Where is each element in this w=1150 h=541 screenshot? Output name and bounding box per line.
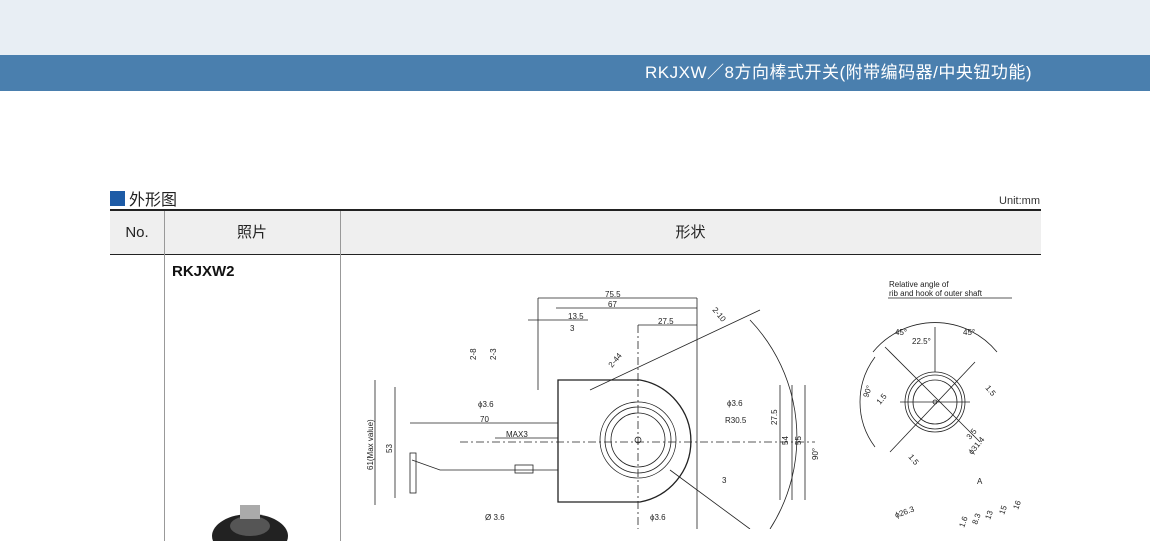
dim-label: 27.5	[770, 409, 779, 425]
dim-label: 90°	[811, 448, 820, 460]
dim-label: ϕ3.6	[478, 400, 494, 409]
dim-label: 3	[722, 476, 727, 485]
dim-label: 54	[781, 436, 790, 445]
dim-label: A	[977, 477, 983, 486]
col-shape: 形状	[675, 224, 706, 241]
dim-label: 22.5°	[912, 337, 931, 346]
dim-label: 61(Max value)	[366, 419, 375, 470]
dim-label: 53	[385, 444, 394, 453]
dim-label: 2-44	[607, 351, 625, 369]
dim-label: Ø 3.6	[485, 513, 505, 522]
dim-label: 13	[983, 509, 995, 521]
dim-label: 2-8	[469, 348, 478, 360]
col-photo: 照片	[236, 224, 267, 241]
dim-label: ϕ3.6	[727, 399, 743, 408]
dim-label: 1.5	[983, 384, 997, 399]
dim-label: 67	[608, 300, 617, 309]
outline-drawing: 75.5 67 13.5 3 27.5 2-10 2-44 2-8 2-3 ϕ3…	[366, 280, 1023, 529]
dim-label: 70	[480, 415, 489, 424]
dim-label: 75.5	[605, 290, 621, 299]
page-title-bar: RKJXW／8方向棒式开关(附带编码器/中央钮功能)	[0, 55, 1150, 91]
dim-label: 45°	[963, 328, 975, 337]
dim-label: 1.5	[906, 453, 920, 468]
unit-label: Unit:mm	[999, 195, 1040, 207]
dim-label: 15	[997, 504, 1009, 516]
dim-label: 3	[570, 324, 575, 333]
product-photo	[212, 505, 288, 541]
section-title: 外形图	[129, 192, 178, 209]
divider	[164, 211, 165, 541]
dim-label: 13.5	[568, 312, 584, 321]
page-title: RKJXW／8方向棒式开关(附带编码器/中央钮功能)	[645, 63, 1032, 82]
dim-label: 1.5	[875, 392, 889, 407]
col-no: No.	[125, 224, 149, 241]
section-heading: 外形图	[110, 186, 177, 210]
dim-label: ϕ3.6	[650, 513, 666, 522]
dim-label: 55	[794, 436, 803, 445]
top-band	[0, 0, 1150, 55]
dim-label: 2-10	[710, 306, 728, 324]
dim-label: 1.6	[957, 515, 969, 529]
dim-label: R30.5	[725, 416, 747, 425]
divider	[340, 211, 341, 541]
dim-label: 2-3	[489, 348, 498, 360]
square-bullet-icon	[110, 190, 125, 206]
dim-label: MAX3	[506, 430, 528, 439]
dim-label: 16	[1011, 499, 1023, 511]
table-header: No. 照片 形状	[110, 211, 1041, 255]
note-text: Relative angle of	[889, 280, 949, 289]
dim-label: 27.5	[658, 317, 674, 326]
dim-label: ϕ26.3	[894, 504, 916, 520]
model-name: RKJXW2	[172, 263, 235, 280]
dim-label: 90°	[861, 384, 874, 398]
dim-label: 8.3	[970, 512, 982, 526]
dim-label: 45°	[895, 328, 907, 337]
note-text: rib and hook of outer shaft	[889, 289, 983, 298]
